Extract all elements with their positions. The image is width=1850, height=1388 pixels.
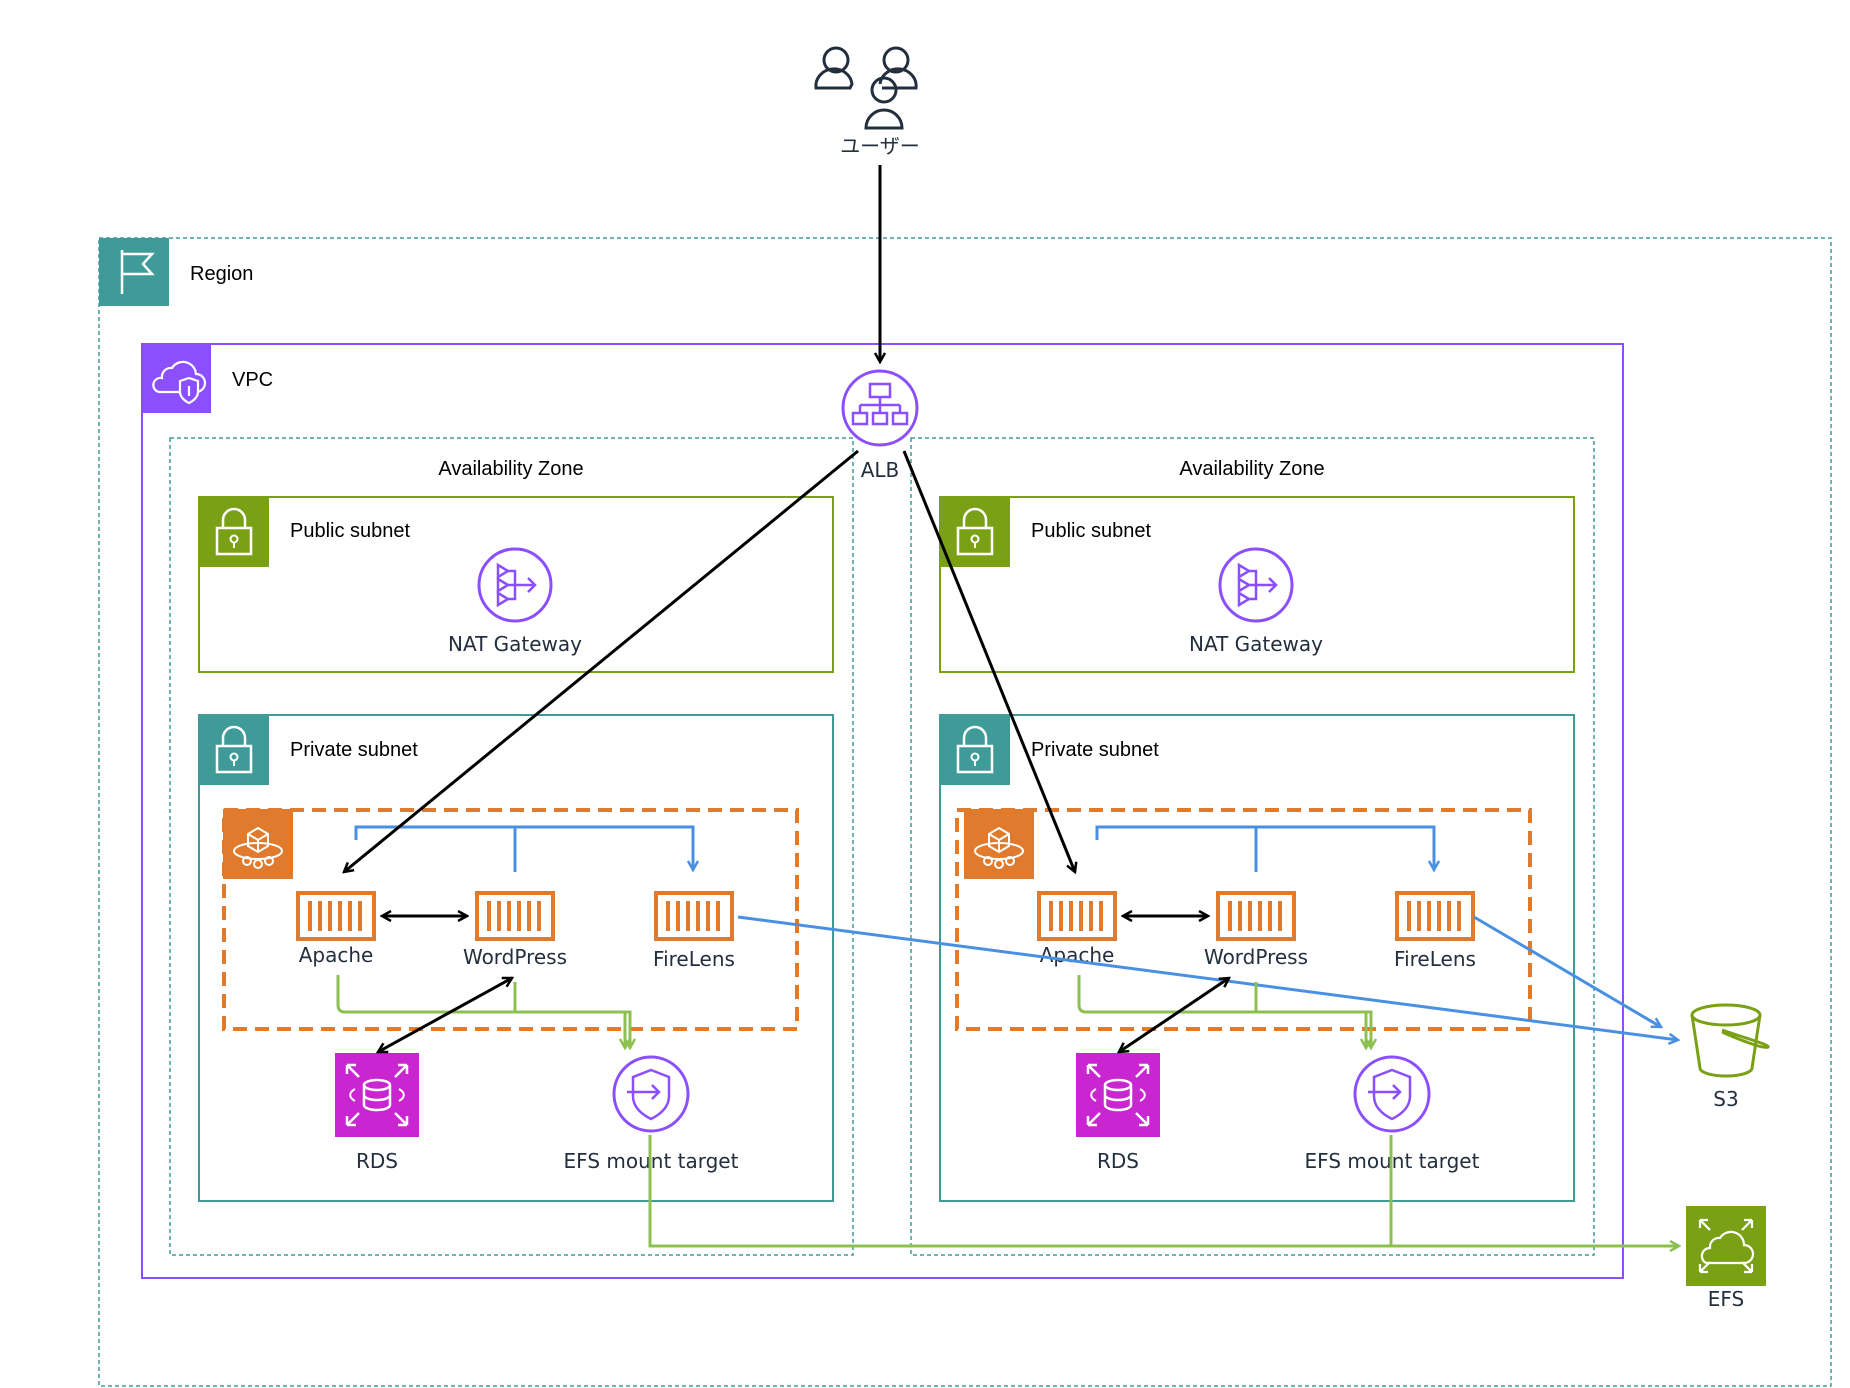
efs-mount-target-icon <box>612 1055 690 1133</box>
region-group <box>98 237 1832 1387</box>
rds-icon <box>333 1051 421 1139</box>
wordpress-container-icon <box>1216 891 1296 941</box>
public-subnet-1-label: Public subnet <box>290 520 411 542</box>
availability-zone-1 <box>169 437 854 1256</box>
efs-icon <box>1686 1206 1766 1286</box>
apache-1-label: Apache <box>299 943 374 967</box>
green-connectors <box>336 975 1679 1246</box>
users-label: ユーザー <box>840 134 920 158</box>
black-connectors <box>344 165 1229 1052</box>
alb-label: ALB <box>861 458 900 482</box>
availability-zone-2 <box>910 437 1595 1256</box>
rds-icon <box>1074 1051 1162 1139</box>
nat-gateway-2-label: NAT Gateway <box>1189 632 1323 656</box>
alb-icon <box>841 369 919 447</box>
apache-container-icon <box>1037 891 1117 941</box>
nat-gateway-icon <box>477 547 553 623</box>
ecs-fargate-icon <box>963 808 1035 880</box>
private-subnet-2-label: Private subnet <box>1031 739 1159 761</box>
public-subnet-2 <box>939 496 1575 673</box>
availability-zone-1-label: Availability Zone <box>438 458 583 480</box>
availability-zone-2-label: Availability Zone <box>1179 458 1324 480</box>
s3-label: S3 <box>1713 1087 1738 1111</box>
firelens-2-label: FireLens <box>1394 947 1476 971</box>
apache-2-label: Apache <box>1040 943 1115 967</box>
wordpress-2-label: WordPress <box>1204 945 1308 969</box>
ecs-fargate-icon <box>222 808 294 880</box>
vpc-label: VPC <box>232 369 273 391</box>
nat-gateway-icon <box>1218 547 1294 623</box>
wordpress-container-icon <box>475 891 555 941</box>
firelens-1-label: FireLens <box>653 947 735 971</box>
apache-container-icon <box>296 891 376 941</box>
nat-gateway-1-label: NAT Gateway <box>448 632 582 656</box>
efs-mount-target-icon <box>1353 1055 1431 1133</box>
private-subnet-1 <box>198 714 834 1202</box>
vpc-cloud-icon <box>152 360 207 405</box>
firelens-container-icon <box>654 891 734 941</box>
firelens-container-icon <box>1395 891 1475 941</box>
public-subnet-1 <box>198 496 834 673</box>
vpc-group <box>141 343 1624 1279</box>
flag-icon <box>120 250 155 294</box>
wordpress-1-label: WordPress <box>463 945 567 969</box>
rds-2-label: RDS <box>1097 1149 1139 1173</box>
ecs-task-2 <box>955 808 1532 1031</box>
users-icon <box>814 46 918 130</box>
private-subnet-2 <box>939 714 1575 1202</box>
rds-1-label: RDS <box>356 1149 398 1173</box>
s3-bucket-icon <box>1690 1003 1770 1078</box>
efs-label: EFS <box>1708 1287 1744 1311</box>
private-subnet-1-label: Private subnet <box>290 739 418 761</box>
region-label: Region <box>190 263 253 285</box>
public-subnet-2-label: Public subnet <box>1031 520 1152 542</box>
